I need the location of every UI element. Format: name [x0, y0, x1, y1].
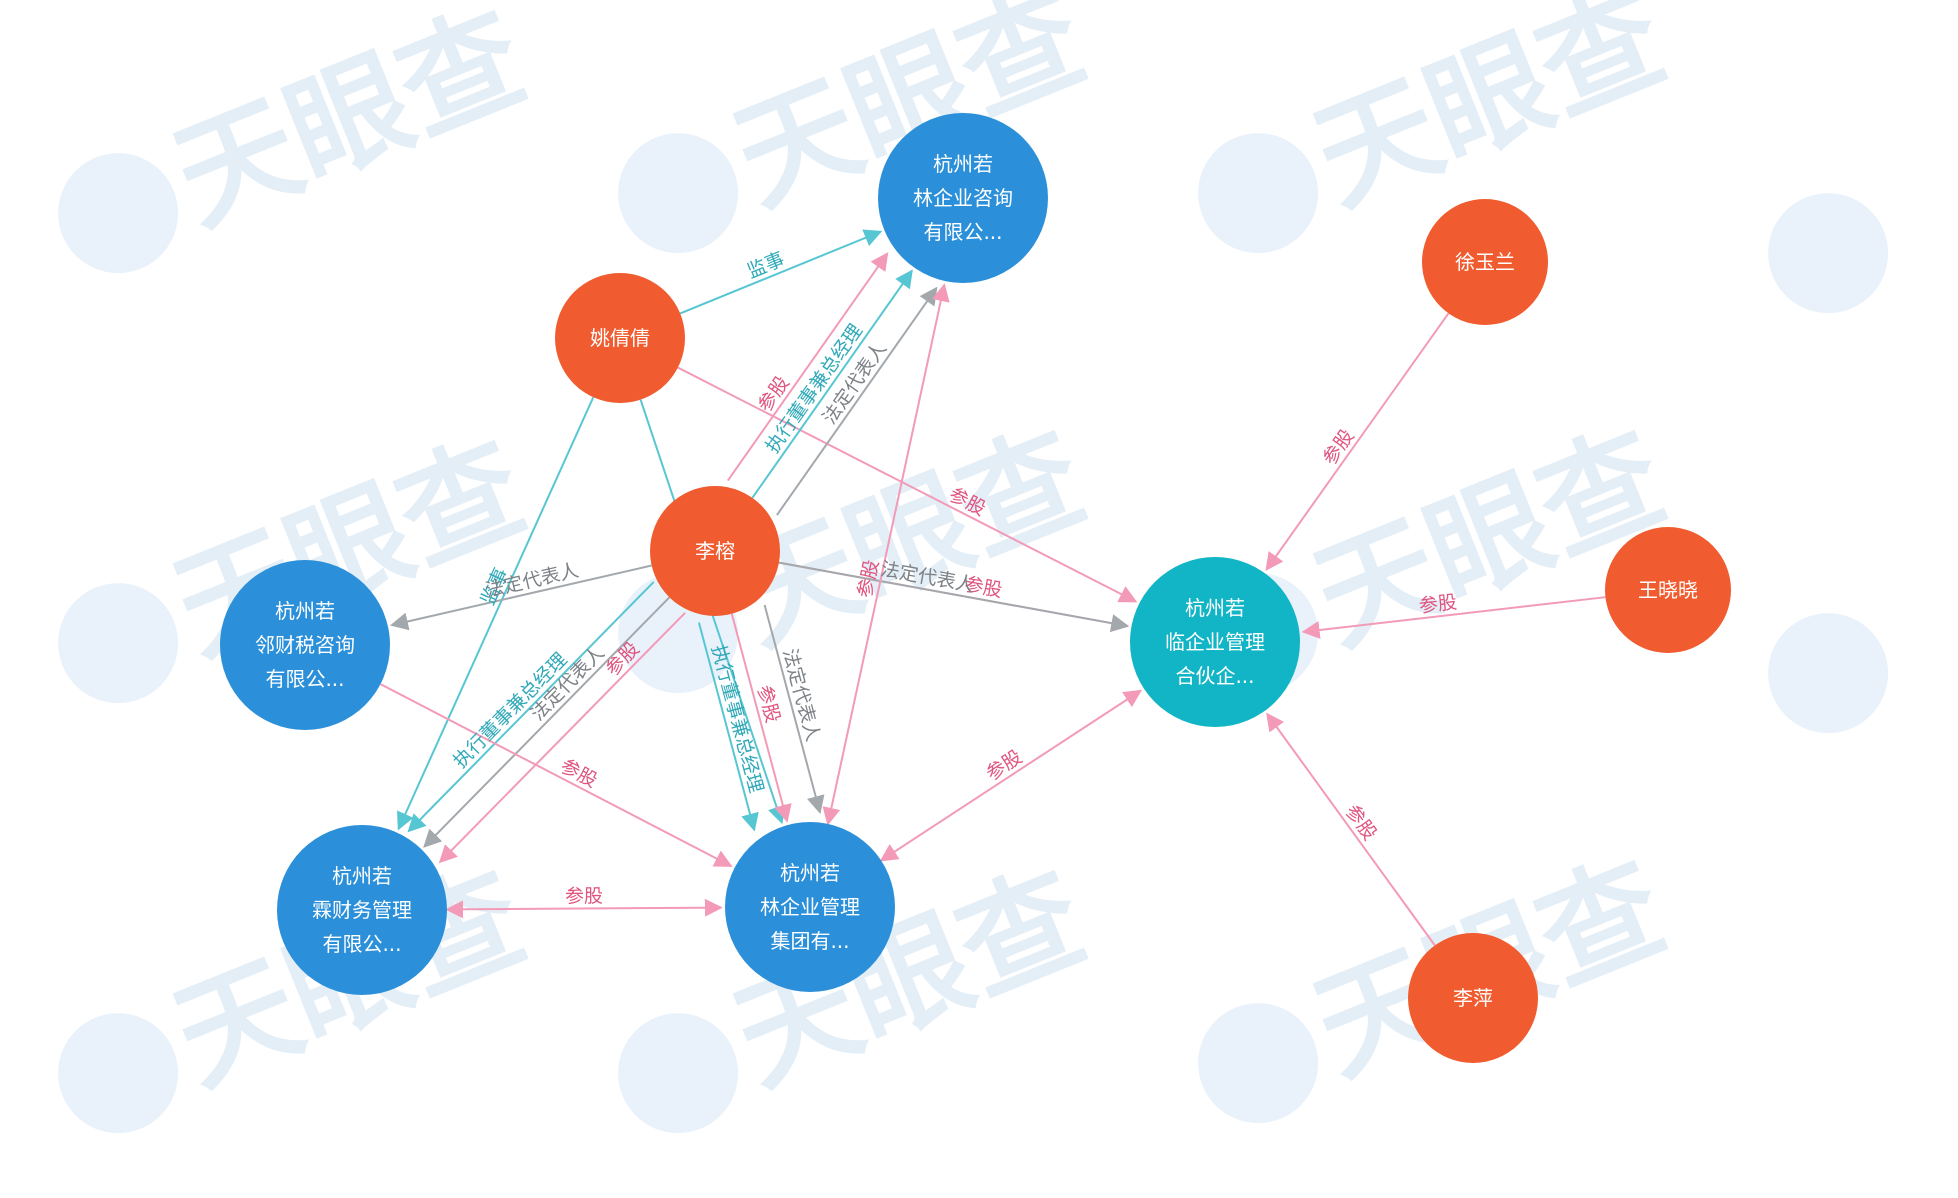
node-label-line: 王晓晓 — [1638, 578, 1698, 602]
node-circle[interactable] — [725, 822, 895, 992]
node-label-line: 姚倩倩 — [590, 326, 650, 350]
watermark-logo: 天眼查 — [58, 0, 543, 274]
node-ruolin-tax[interactable]: 杭州若邻财税咨询有限公... — [220, 560, 390, 730]
node-circle[interactable] — [1408, 933, 1538, 1063]
node-circle[interactable] — [277, 825, 447, 995]
node-layer: 杭州若林企业咨询有限公...徐玉兰姚倩倩李榕杭州若邻财税咨询有限公...杭州若临… — [220, 113, 1731, 1063]
node-label-line: 杭州若 — [332, 864, 392, 888]
node-li-ping[interactable]: 李萍 — [1408, 933, 1538, 1063]
node-circle[interactable] — [1605, 527, 1731, 653]
edge-share[interactable] — [1266, 712, 1436, 946]
node-circle[interactable] — [220, 560, 390, 730]
node-ruolin-consult[interactable]: 杭州若林企业咨询有限公... — [878, 113, 1048, 283]
edge-label: 参股 — [753, 683, 784, 725]
edge-share[interactable] — [379, 683, 733, 867]
edge-legal[interactable] — [423, 596, 671, 848]
edge-share[interactable] — [730, 613, 792, 823]
edge-label: 法定代表人 — [778, 646, 824, 743]
edge-label: 参股 — [565, 885, 603, 907]
edge-share[interactable] — [1265, 312, 1450, 571]
edge-layer — [379, 229, 1606, 946]
edge-legal[interactable] — [763, 604, 825, 814]
edge-label: 参股 — [1418, 591, 1458, 617]
node-ruolin-group[interactable]: 杭州若林企业管理集团有... — [725, 822, 895, 992]
node-circle[interactable] — [1422, 199, 1548, 325]
watermark-text: 天眼查 — [157, 0, 543, 251]
node-label-line: 林企业咨询 — [913, 186, 1013, 210]
node-ruolin-partner[interactable]: 杭州若临企业管理合伙企... — [1130, 557, 1300, 727]
edge-label: 执行董事兼总经理 — [707, 643, 767, 796]
node-label-line: 杭州若 — [1185, 596, 1245, 620]
node-label-line: 霖财务管理 — [312, 898, 412, 922]
node-label-line: 杭州若 — [275, 599, 335, 623]
edge-exec[interactable] — [397, 396, 595, 831]
node-label-line: 合伙企... — [1175, 664, 1254, 688]
edge-share[interactable] — [1301, 596, 1606, 639]
watermark-text: 天眼查 — [1297, 0, 1683, 231]
node-circle[interactable] — [1130, 557, 1300, 727]
edge-share[interactable] — [822, 283, 950, 826]
edge-exec[interactable] — [407, 581, 655, 833]
edge-exec[interactable] — [679, 229, 883, 315]
node-label-line: 邻财税咨询 — [255, 633, 355, 657]
node-label-line: 李榕 — [695, 539, 735, 563]
node-label-line: 李萍 — [1453, 986, 1493, 1010]
edge-share[interactable] — [879, 689, 1143, 862]
edge-exec[interactable] — [697, 622, 759, 832]
node-circle[interactable] — [878, 113, 1048, 283]
node-label-line: 林企业管理 — [760, 895, 860, 919]
node-ruolin-finance[interactable]: 杭州若霖财务管理有限公... — [277, 825, 447, 995]
node-label-line: 有限公... — [265, 667, 344, 691]
node-label-line: 临企业管理 — [1165, 630, 1265, 654]
node-label-line: 有限公... — [322, 932, 401, 956]
node-label-line: 徐玉兰 — [1455, 250, 1515, 274]
edge-share[interactable] — [445, 898, 723, 919]
node-li-rong[interactable]: 李榕 — [650, 486, 780, 616]
node-label-line: 有限公... — [923, 220, 1002, 244]
watermark-logo — [1768, 613, 1889, 734]
node-circle[interactable] — [650, 486, 780, 616]
node-label-line: 杭州若 — [780, 861, 840, 885]
edge-label: 法定代表人 — [483, 559, 581, 602]
edge-legal[interactable] — [389, 564, 652, 631]
node-wang[interactable]: 王晓晓 — [1605, 527, 1731, 653]
node-label-line: 集团有... — [770, 929, 849, 953]
watermark-logo — [1768, 193, 1889, 314]
node-circle[interactable] — [555, 273, 685, 403]
node-label-line: 杭州若 — [933, 152, 993, 176]
edge-share[interactable] — [438, 612, 686, 864]
node-xu[interactable]: 徐玉兰 — [1422, 199, 1548, 325]
node-yao[interactable]: 姚倩倩 — [555, 273, 685, 403]
